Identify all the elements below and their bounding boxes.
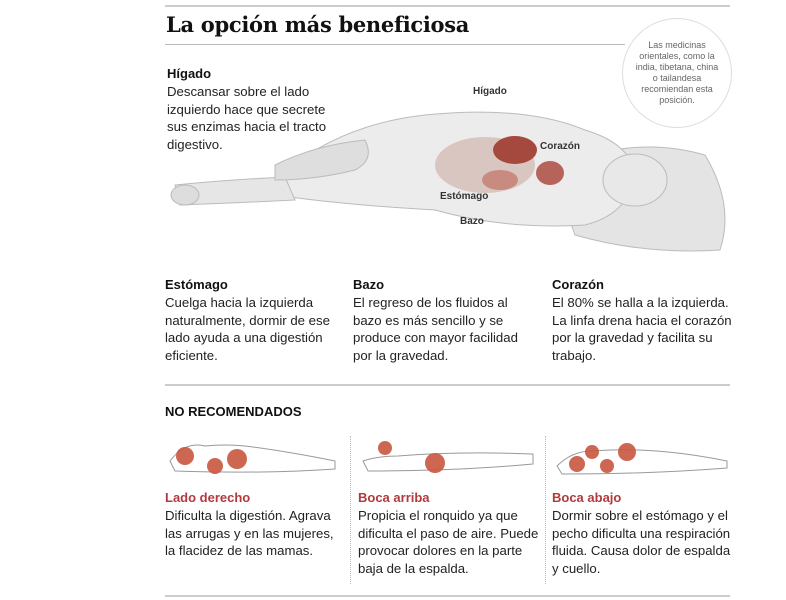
liver-section: Hígado Descansar sobre el lado izquierdo… [167, 66, 347, 153]
benefit-heading: Corazón [552, 277, 604, 292]
top-rule [165, 5, 730, 7]
heart-organ [536, 161, 564, 185]
column-divider [350, 436, 351, 584]
benefit-spleen: Bazo El regreso de los fluidos al bazo e… [353, 277, 538, 364]
liver-organ [493, 136, 537, 164]
benefit-heading: Bazo [353, 277, 385, 292]
bad-position-text: Propicia el ronquido ya que dificulta el… [358, 508, 539, 576]
benefit-text: El 80% se halla a la izquierda. La linfa… [552, 295, 732, 363]
liver-heading: Hígado [167, 66, 212, 81]
benefit-text: El regreso de los fluidos al bazo es más… [353, 295, 518, 363]
body-illustration [170, 111, 726, 252]
figure-label-stomach: Estómago [440, 191, 489, 202]
bottom-rule [165, 595, 730, 597]
bad-position-text: Dormir sobre el estómago y el pecho difi… [552, 508, 731, 576]
figure-label-liver: Hígado [473, 86, 507, 97]
right-side-figure [169, 444, 336, 474]
bad-position-right-side: Lado derecho Dificulta la digestión. Agr… [165, 490, 345, 560]
bad-position-text: Dificulta la digestión. Agrava las arrug… [165, 508, 334, 558]
legs-shape [174, 176, 296, 206]
note-circle: Las medicinas orientales, como la india,… [622, 18, 732, 128]
benefit-stomach: Estómago Cuelga hacia la izquierda natur… [165, 277, 345, 364]
benefit-heart: Corazón El 80% se halla a la izquierda. … [552, 277, 737, 364]
bad-position-face-down: Boca abajo Dormir sobre el estómago y el… [552, 490, 734, 577]
title-rule [165, 44, 625, 45]
bad-position-face-up: Boca arriba Propicia el ronquido ya que … [358, 490, 540, 577]
face-up-figure [362, 441, 534, 473]
figure-label-heart: Corazón [540, 141, 580, 152]
bad-position-heading: Lado derecho [165, 490, 251, 505]
note-text: Las medicinas orientales, como la india,… [635, 40, 719, 105]
face-down-figure [556, 443, 728, 475]
stomach-organ [482, 170, 518, 190]
bad-position-heading: Boca abajo [552, 490, 622, 505]
arm-shape [274, 139, 369, 181]
liver-text: Descansar sobre el lado izquierdo hace q… [167, 84, 327, 152]
section-rule [165, 384, 730, 386]
page-title: La opción más beneficiosa [166, 12, 470, 37]
not-recommended-heading: NO RECOMENDADOS [165, 404, 302, 419]
benefit-text: Cuelga hacia la izquierda naturalmente, … [165, 295, 330, 363]
figure-label-spleen: Bazo [460, 216, 484, 227]
bad-position-heading: Boca arriba [358, 490, 430, 505]
benefit-heading: Estómago [165, 277, 228, 292]
column-divider [545, 436, 546, 584]
head-shape [602, 153, 668, 207]
foot-shape [170, 184, 200, 206]
